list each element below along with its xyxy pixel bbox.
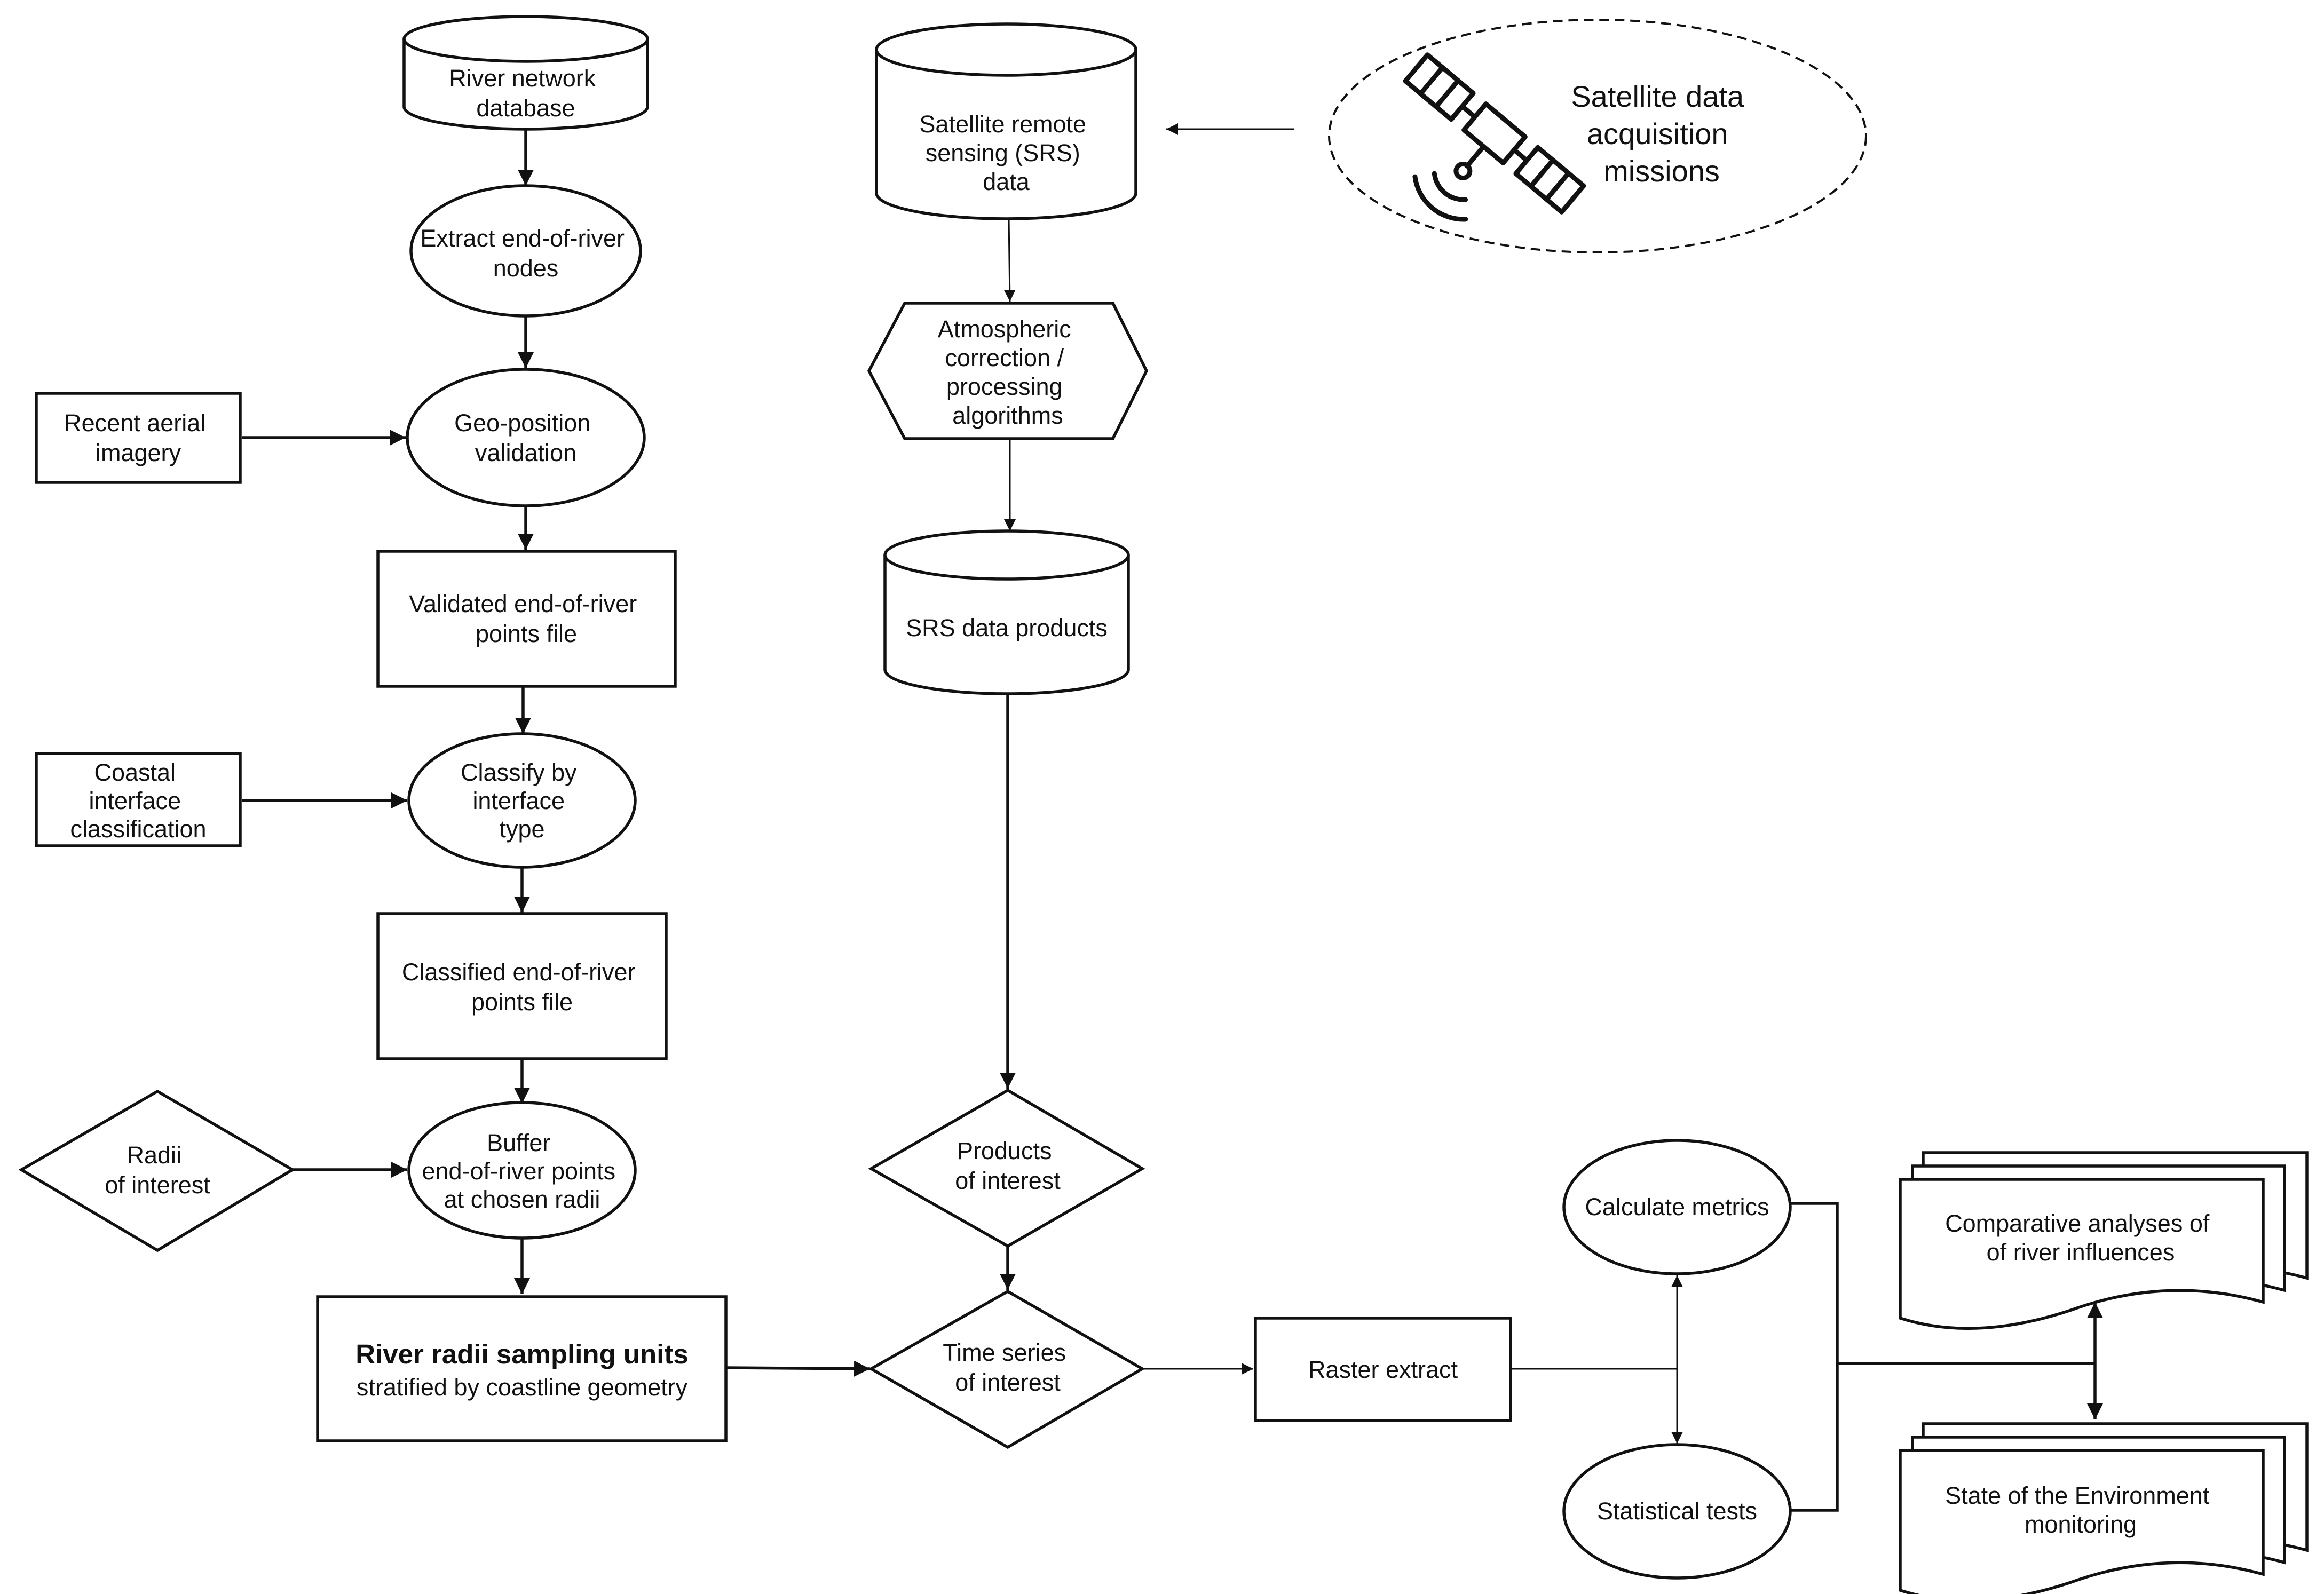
atmospheric-line-3: processing	[946, 373, 1063, 400]
raster-label: Raster extract	[1308, 1356, 1458, 1383]
node-statistical-tests: Statistical tests	[1562, 1443, 1792, 1580]
node-coastal-interface-classification: Coastal interface classification	[35, 752, 242, 847]
node-satellite-data-acquisition-missions: Satellite data acquisition missions	[1328, 19, 1867, 253]
extract-line-1: Extract end-of-river	[420, 225, 625, 252]
node-srs-data-products: SRS data products	[883, 529, 1130, 695]
atmospheric-line-2: correction /	[945, 344, 1064, 371]
products-interest-line-1: Products	[957, 1137, 1052, 1164]
classified-line-2: points file	[471, 988, 573, 1016]
svg-text:Coastal interface: Coastal interface classification	[70, 759, 206, 843]
metrics-label: Calculate metrics	[1585, 1193, 1769, 1220]
srs-line-3: data	[983, 168, 1030, 195]
missions-line-2: acquisition	[1587, 117, 1728, 150]
svg-text:Recent aerial imagery: Recent aerial imagery	[64, 409, 212, 466]
node-river-radii-sampling-units: River radii sampling units stratified by…	[316, 1295, 728, 1442]
coastal-line-1: Coastal	[94, 759, 176, 786]
node-calculate-metrics: Calculate metrics	[1562, 1139, 1792, 1275]
svg-text:Time series of interest: Time series of interest	[943, 1339, 1072, 1396]
classified-line-1: Classified end-of-river	[402, 958, 636, 986]
node-satellite-remote-sensing-data: Satellite remote sensing (SRS) data	[875, 22, 1137, 220]
radii-line-1: Radii	[127, 1141, 181, 1169]
node-buffer-end-of-river: Buffer end-of-river points at chosen rad…	[407, 1101, 637, 1240]
time-series-line-1: Time series	[943, 1339, 1066, 1366]
svg-text:Classify by interface: Classify by interface type	[461, 759, 583, 843]
satellite-icon	[1403, 52, 1586, 222]
node-time-series-of-interest: Time series of interest	[868, 1289, 1145, 1449]
node-geo-position-validation: Geo-position validation	[406, 368, 646, 507]
edges	[242, 123, 2103, 1512]
node-raster-extract: Raster extract	[1254, 1317, 1512, 1422]
validated-line-2: points file	[476, 620, 577, 647]
edge-srs-to-atmospheric	[1003, 217, 1016, 302]
sampling-title: River radii sampling units	[355, 1339, 688, 1369]
srs-line-2: sensing (SRS)	[926, 139, 1080, 166]
buffer-line-3: at chosen radii	[444, 1186, 600, 1213]
svg-text:Buffer end-of-river poin: Buffer end-of-river points at chosen rad…	[422, 1129, 622, 1213]
node-atmospheric-correction: Atmospheric correction / processing algo…	[867, 302, 1149, 440]
buffer-line-1: Buffer	[487, 1129, 550, 1156]
edge-sampling-to-timeseries	[725, 1360, 871, 1377]
comparative-line-2: of river influences	[1987, 1239, 2175, 1266]
svg-text:River network database: River network database	[449, 65, 603, 122]
svg-text:Products of interest: Products of interest	[955, 1137, 1061, 1194]
products-interest-line-2: of interest	[955, 1167, 1061, 1194]
river-db-line-1: River network	[449, 65, 596, 92]
svg-text:Validated end-of-river p: Validated end-of-river points file	[409, 590, 643, 647]
node-state-of-environment-monitoring: State of the Environment monitoring	[1899, 1422, 2309, 1594]
edge-metrics-out	[1790, 1202, 1839, 1512]
classify-line-1: Classify by	[461, 759, 577, 786]
geo-line-1: Geo-position	[454, 409, 590, 437]
svg-text:Radii of interest: Radii of interest	[105, 1141, 210, 1199]
time-series-line-2: of interest	[955, 1369, 1061, 1396]
atmospheric-line-4: algorithms	[952, 402, 1063, 429]
svg-text:Atmospheric correction /: Atmospheric correction / processing algo…	[938, 315, 1078, 429]
srs-products-label: SRS data products	[906, 614, 1108, 641]
node-extract-end-of-river: Extract end-of-river nodes	[409, 184, 642, 318]
svg-text:Satellite data acquisiti: Satellite data acquisition missions	[1571, 80, 1752, 188]
node-validated-points-file: Validated end-of-river points file	[376, 550, 677, 688]
svg-text:Comparative analyses of: Comparative analyses of of river influen…	[1945, 1210, 2216, 1266]
aerial-line-2: imagery	[96, 439, 181, 466]
node-classify-by-interface-type: Classify by interface type	[407, 732, 637, 869]
node-comparative-analyses: Comparative analyses of of river influen…	[1899, 1151, 2309, 1330]
node-radii-of-interest: Radii of interest	[18, 1089, 296, 1252]
svg-text:Satellite remote sensing: Satellite remote sensing (SRS) data	[919, 110, 1093, 195]
radii-line-2: of interest	[105, 1171, 210, 1199]
soe-line-2: monitoring	[2025, 1511, 2137, 1538]
missions-line-1: Satellite data	[1571, 80, 1744, 113]
node-products-of-interest: Products of interest	[868, 1088, 1145, 1248]
extract-line-2: nodes	[493, 255, 559, 282]
node-recent-aerial-imagery: Recent aerial imagery	[35, 392, 242, 484]
svg-text:Geo-position validation: Geo-position validation	[454, 409, 597, 466]
buffer-line-2: end-of-river points	[422, 1157, 615, 1185]
node-classified-points-file: Classified end-of-river points file	[376, 912, 668, 1060]
geo-line-2: validation	[475, 439, 576, 466]
soe-line-1: State of the Environment	[1945, 1482, 2210, 1509]
classify-line-2: interface	[472, 787, 565, 814]
srs-line-1: Satellite remote	[919, 110, 1086, 138]
svg-text:Extract end-of-river nod: Extract end-of-river nodes	[420, 225, 631, 282]
stats-label: Statistical tests	[1597, 1497, 1757, 1525]
aerial-line-1: Recent aerial	[64, 409, 205, 437]
coastal-line-3: classification	[70, 815, 206, 843]
svg-text:Classified end-of-river: Classified end-of-river points file	[402, 958, 642, 1016]
node-river-network-database: River network database	[402, 15, 649, 131]
comparative-line-1: Comparative analyses of	[1945, 1210, 2210, 1237]
missions-line-3: missions	[1603, 154, 1720, 188]
classify-line-3: type	[499, 815, 544, 843]
svg-text:State of the Environment: State of the Environment monitoring	[1945, 1482, 2216, 1538]
river-db-line-2: database	[476, 94, 575, 122]
atmospheric-line-1: Atmospheric	[938, 315, 1071, 343]
sampling-subtitle: stratified by coastline geometry	[357, 1374, 688, 1401]
validated-line-1: Validated end-of-river	[409, 590, 637, 617]
coastal-line-2: interface	[89, 787, 181, 814]
